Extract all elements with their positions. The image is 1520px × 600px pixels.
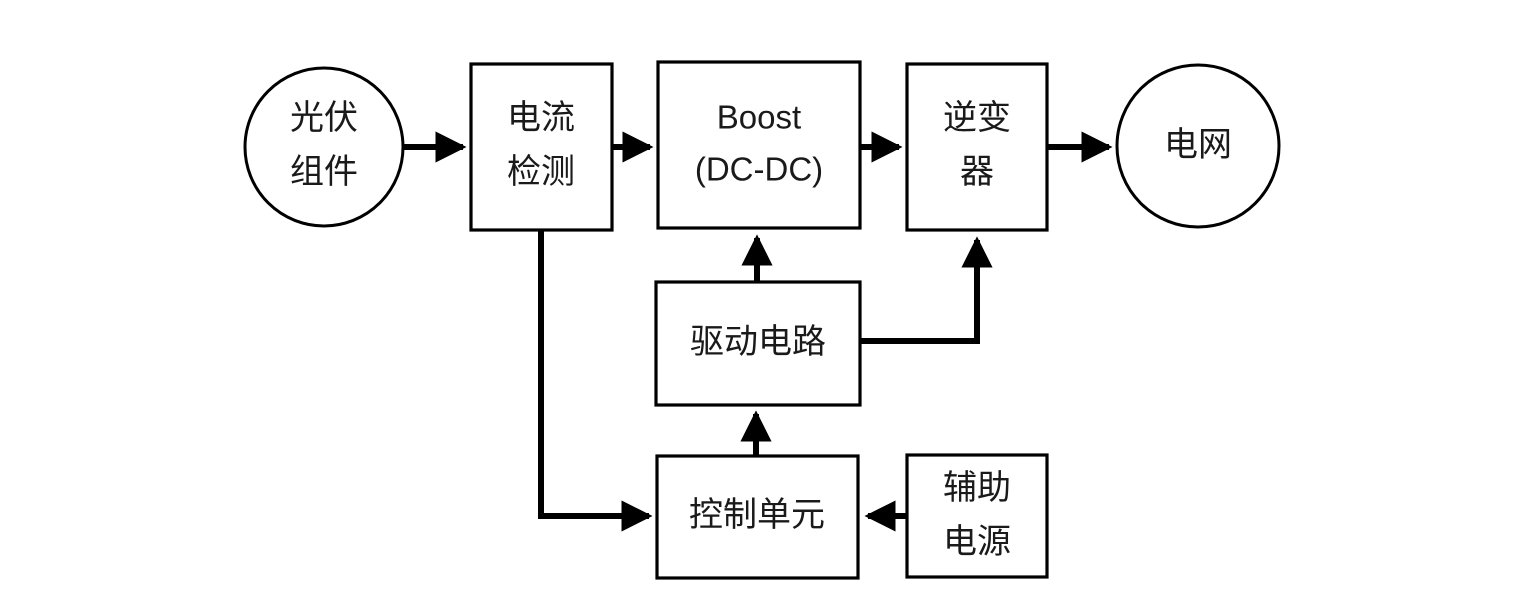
pv-module-label-line2: 组件	[290, 153, 358, 191]
auxiliary-power-shape	[905, 453, 1049, 579]
node-power-grid[interactable]: 电网	[1115, 63, 1281, 229]
node-inverter[interactable]: 逆变 器	[905, 62, 1049, 232]
pv-module-shape	[243, 66, 405, 228]
node-auxiliary-power[interactable]: 辅助 电源	[905, 453, 1049, 579]
power-grid-label: 电网	[1164, 126, 1232, 164]
inverter-shape	[905, 62, 1049, 232]
node-pv-module[interactable]: 光伏 组件	[243, 66, 405, 228]
current-detection-shape	[469, 62, 614, 232]
edge-drive-to-inverter	[860, 236, 993, 344]
auxiliary-power-label-line1: 辅助	[943, 469, 1011, 507]
current-detection-label-line2: 检测	[507, 153, 575, 191]
pv-module-label-line1: 光伏	[290, 99, 358, 137]
current-detection-label-line1: 电流	[507, 99, 575, 137]
boost-converter-shape	[656, 60, 862, 230]
auxiliary-power-label-line2: 电源	[943, 523, 1011, 561]
node-boost-converter[interactable]: Boost (DC-DC)	[656, 60, 862, 230]
node-control-unit[interactable]: 控制单元	[655, 454, 860, 580]
boost-converter-label-line1: Boost	[717, 99, 801, 136]
control-unit-shape	[655, 454, 860, 580]
drive-circuit-label: 驱动电路	[690, 323, 826, 361]
inverter-label-line2: 器	[960, 153, 994, 191]
drive-circuit-shape	[654, 280, 862, 407]
boost-converter-label-line2: (DC-DC)	[695, 151, 823, 188]
control-unit-label: 控制单元	[689, 496, 825, 534]
edge-current-to-control	[538, 230, 653, 532]
inverter-label-line1: 逆变	[943, 99, 1011, 137]
node-current-detection[interactable]: 电流 检测	[469, 62, 614, 232]
node-drive-circuit[interactable]: 驱动电路	[654, 280, 862, 407]
power-grid-shape	[1115, 63, 1281, 229]
